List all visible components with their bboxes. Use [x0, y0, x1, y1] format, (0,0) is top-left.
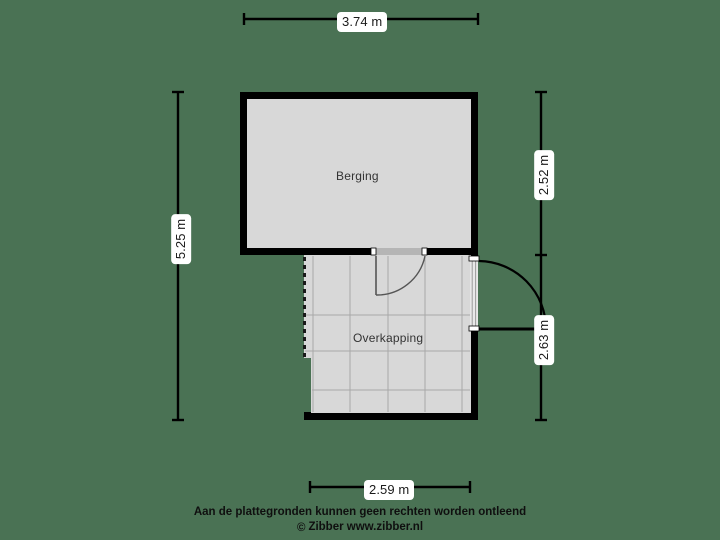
dimension-label-right-lower: 2.63 m — [534, 314, 555, 366]
interior-door-jamb-right — [421, 247, 428, 256]
dimension-label-top: 3.74 m — [337, 12, 388, 32]
dimension-label-bottom: 2.59 m — [364, 480, 415, 500]
exterior-door-jamb-top — [468, 255, 480, 262]
footer-disclaimer: Aan de plattegronden kunnen geen rechten… — [193, 506, 527, 518]
berging-floor — [247, 99, 471, 248]
room-label-berging: Berging — [336, 169, 379, 183]
room-label-overkapping: Overkapping — [353, 331, 424, 345]
interior-door-jamb-left — [370, 247, 377, 256]
footer-copyright-line: ©Zibber www.zibber.nl — [0, 521, 720, 534]
interior-door-opening — [374, 248, 424, 255]
interior-door-swing — [375, 255, 426, 296]
footer-copyright-text: Zibber www.zibber.nl — [308, 521, 424, 533]
interior-door — [370, 247, 428, 296]
exterior-door-opening — [470, 258, 478, 330]
dimension-label-left: 5.25 m — [171, 213, 192, 265]
tile-grid — [305, 256, 470, 412]
room-berging — [240, 92, 478, 255]
room-overkapping — [303, 255, 478, 420]
exterior-door-jamb-bottom — [468, 325, 480, 332]
copyright-icon: © — [296, 522, 306, 534]
dimension-label-right-upper: 2.52 m — [534, 149, 555, 201]
